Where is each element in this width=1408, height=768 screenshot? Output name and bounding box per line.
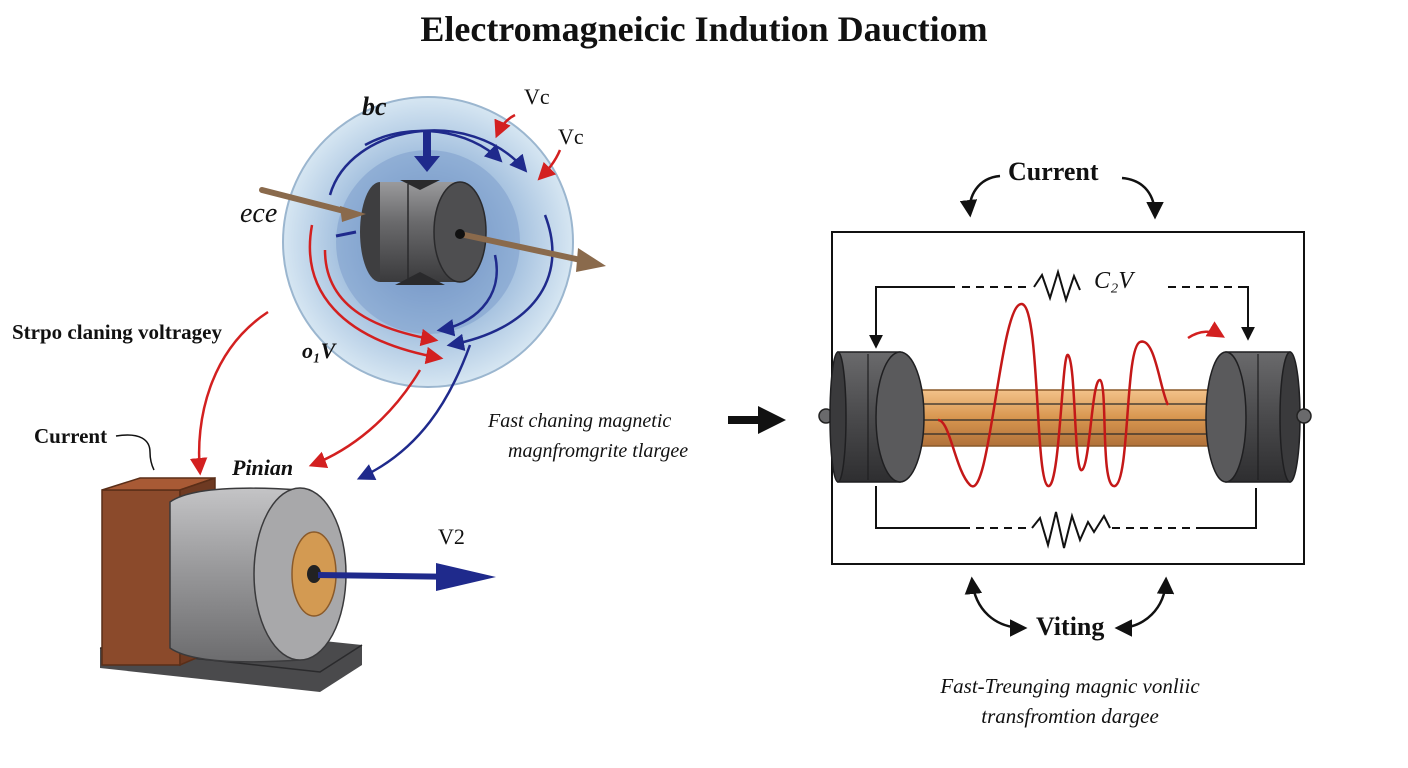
label-o1v: o₁V — [302, 338, 336, 363]
blue-field-lines — [328, 129, 554, 352]
connecting-arrows — [189, 310, 472, 481]
copper-rod — [899, 389, 1231, 447]
label-viting: Viting — [1036, 612, 1105, 641]
right-magnet-disk — [1205, 351, 1312, 483]
diagram-title: Electromagneicic Indution Dauctiom — [420, 9, 988, 49]
label-current-left: Current — [34, 424, 108, 448]
viting-arrows — [964, 576, 1175, 637]
middle-caption-line1: Fast chaning magnetic — [488, 410, 672, 432]
generator-core — [335, 132, 487, 285]
generator-shaft — [259, 187, 606, 272]
left-magnet-disk — [818, 351, 925, 483]
middle-arrow — [728, 406, 786, 434]
label-c2v: C₂V — [1094, 268, 1134, 294]
label-pinian: Pinian — [232, 455, 294, 480]
label-ece: ece — [240, 198, 278, 229]
label-bc: bc — [362, 92, 387, 121]
red-waveform — [937, 302, 1226, 488]
label-side-voltage: Strpo claning voltragey — [12, 320, 222, 344]
red-field-lines — [308, 113, 562, 365]
label-v2: V2 — [438, 524, 465, 549]
middle-caption-line2: magnfromgrite tlargee — [508, 440, 689, 462]
right-caption-line2: transfromtion dargee — [981, 704, 1159, 728]
current-arrows — [959, 174, 1164, 220]
top-circuit-wire — [869, 268, 1255, 349]
label-vc-2: Vc — [558, 124, 584, 149]
motor-unit — [99, 476, 496, 692]
label-current-right: Current — [1008, 157, 1099, 186]
label-vc-1: Vc — [524, 84, 550, 109]
current-leader-line — [115, 434, 155, 471]
right-caption-line1: Fast-Treunging magnic vonliic — [940, 674, 1200, 698]
bottom-circuit-wire — [875, 486, 1257, 549]
